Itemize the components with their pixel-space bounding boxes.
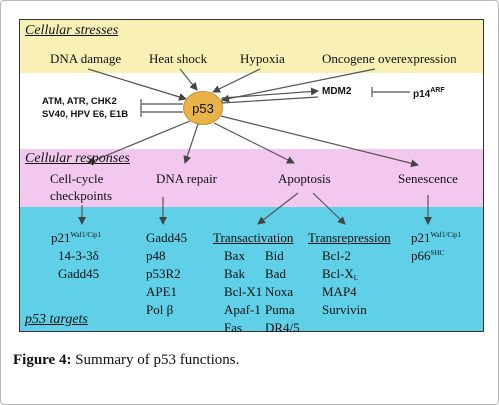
arrow-cell-cycle xyxy=(87,120,191,165)
inhibitor-sv40: SV40, HPV E6, E1B xyxy=(42,109,129,120)
response-cell-cycle-line1: Cell-cycle xyxy=(50,171,104,186)
repair-target-1: Gadd45 xyxy=(146,230,188,245)
transact-col1-2: Bak xyxy=(224,266,245,281)
inhibitor-atm: ATM, ATR, CHK2 xyxy=(42,96,117,107)
arrow-apoptosis xyxy=(213,122,295,164)
repair-target-2: p48 xyxy=(146,248,166,263)
target-gadd45-cc: Gadd45 xyxy=(58,266,100,281)
target-14-3-3: 14-3-3δ xyxy=(58,248,99,263)
repair-target-4: APE1 xyxy=(146,284,178,299)
p53-node: p53 xyxy=(183,91,223,125)
response-senescence: Senescence xyxy=(398,171,458,186)
transact-col2-5: DR4/5 xyxy=(265,320,300,335)
arrow-p53-mdm2 xyxy=(221,87,319,99)
p53-label: p53 xyxy=(192,100,214,116)
arrow-apoptosis-transact xyxy=(257,192,299,225)
stresses-title: Cellular stresses xyxy=(25,23,119,38)
arrow-heat-shock xyxy=(179,68,198,91)
p14arf-label: p14ARF xyxy=(413,87,445,100)
transact-col2-4: Puma xyxy=(265,302,295,317)
caption-text: Summary of p53 functions. xyxy=(71,352,240,368)
arrow-oncogene xyxy=(221,68,376,103)
transact-col2-1: Bid xyxy=(265,248,284,263)
response-apoptosis: Apoptosis xyxy=(278,171,331,186)
senescence-p66: p66SHC xyxy=(411,248,445,263)
senescence-p21: p21Waf1/Cip1 xyxy=(411,230,462,245)
transrep-1: Bcl-2 xyxy=(322,248,351,263)
arrow-dna-repair xyxy=(183,123,199,164)
stress-oncogene: Oncogene overexpression xyxy=(322,51,457,66)
transact-col1-3: Bcl-X1 xyxy=(224,284,263,299)
transact-col1-4: Apaf-1 xyxy=(224,302,261,317)
arrow-apoptosis-transrep xyxy=(312,192,346,225)
transact-col2-2: Bad xyxy=(265,266,286,281)
transrep-3: MAP4 xyxy=(322,284,357,299)
repair-target-5: Pol β xyxy=(146,302,174,317)
diagram-border xyxy=(19,19,484,332)
arrow-hypoxia xyxy=(212,68,261,93)
responses-band xyxy=(19,149,484,207)
inhibit-mdm2-p53 xyxy=(221,96,319,104)
responses-title: Cellular responses xyxy=(25,151,130,166)
transactivation-title: Transactivation xyxy=(213,230,294,245)
targets-band xyxy=(19,207,484,332)
caption-label: Figure 4: xyxy=(13,352,72,368)
arrow-senescence xyxy=(220,115,419,168)
stresses-band xyxy=(19,19,484,73)
targets-title: p53 targets xyxy=(25,312,88,327)
transrepression-title: Transrepression xyxy=(308,230,391,245)
repair-target-3: p53R2 xyxy=(146,266,181,281)
transact-col1-5: Fas xyxy=(224,320,243,335)
response-dna-repair: DNA repair xyxy=(156,171,218,186)
mdm2-label: MDM2 xyxy=(322,86,352,97)
stress-hypoxia: Hypoxia xyxy=(240,51,285,66)
transrep-2: Bcl-XL xyxy=(322,266,359,282)
stress-dna-damage: DNA damage xyxy=(50,51,122,66)
transrep-4: Survivin xyxy=(322,302,367,317)
response-cell-cycle-line2: checkpoints xyxy=(50,188,113,203)
arrow-dna-damage xyxy=(87,68,187,101)
target-p21: p21Waf1/Cip1 xyxy=(51,230,102,245)
transact-col1-1: Bax xyxy=(224,248,245,263)
stress-heat-shock: Heat shock xyxy=(149,51,208,66)
figure-caption: Figure 4: Summary of p53 functions. xyxy=(13,352,239,369)
hub-band xyxy=(19,73,484,149)
transact-col2-3: Noxa xyxy=(265,284,294,299)
